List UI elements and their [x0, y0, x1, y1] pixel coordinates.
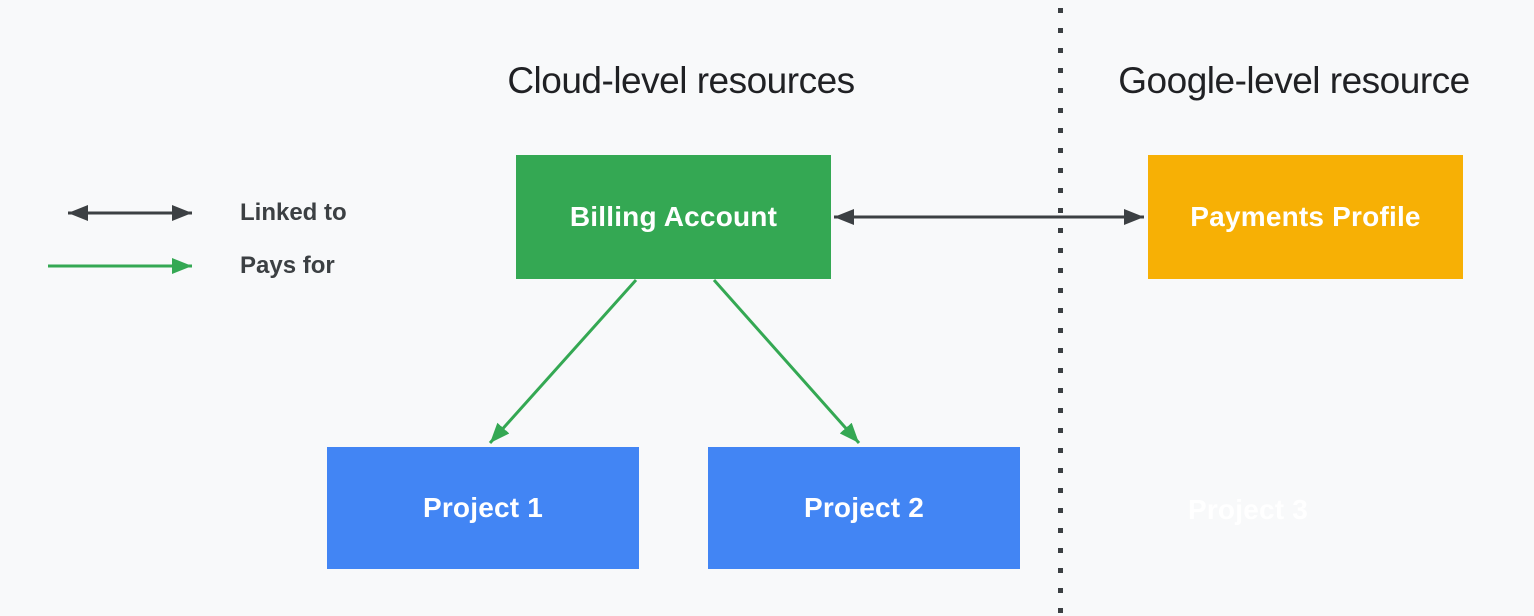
cloud-level-heading: Cloud-level resources	[507, 60, 855, 101]
pays-for-arrow-project-2	[712, 279, 861, 444]
pays-for-arrow-project-1	[488, 278, 638, 445]
double-arrow-icon	[68, 205, 192, 221]
legend-label-linked-to: Linked to	[240, 199, 347, 226]
legend: Linked to Pays for	[48, 199, 347, 279]
node-label-project-2: Project 2	[803, 492, 925, 523]
legend-item-linked-to: Linked to	[48, 199, 347, 226]
node-label-billing-account: Billing Account	[569, 201, 778, 232]
node-label-project-1: Project 1	[422, 492, 544, 523]
node-label-project-3: Project 3	[1187, 494, 1309, 525]
node-billing-account: Billing Account	[516, 155, 831, 279]
legend-label-pays-for: Pays for	[240, 252, 335, 279]
node-payments-profile: Payments Profile	[1148, 155, 1463, 279]
google-level-heading: Google-level resource	[1118, 60, 1470, 101]
legend-item-pays-for: Pays for	[48, 252, 347, 279]
node-project-2: Project 2	[708, 447, 1020, 569]
node-label-payments-profile: Payments Profile	[1190, 201, 1421, 232]
green-arrow-icon	[48, 258, 192, 274]
node-project-1: Project 1	[327, 447, 639, 569]
